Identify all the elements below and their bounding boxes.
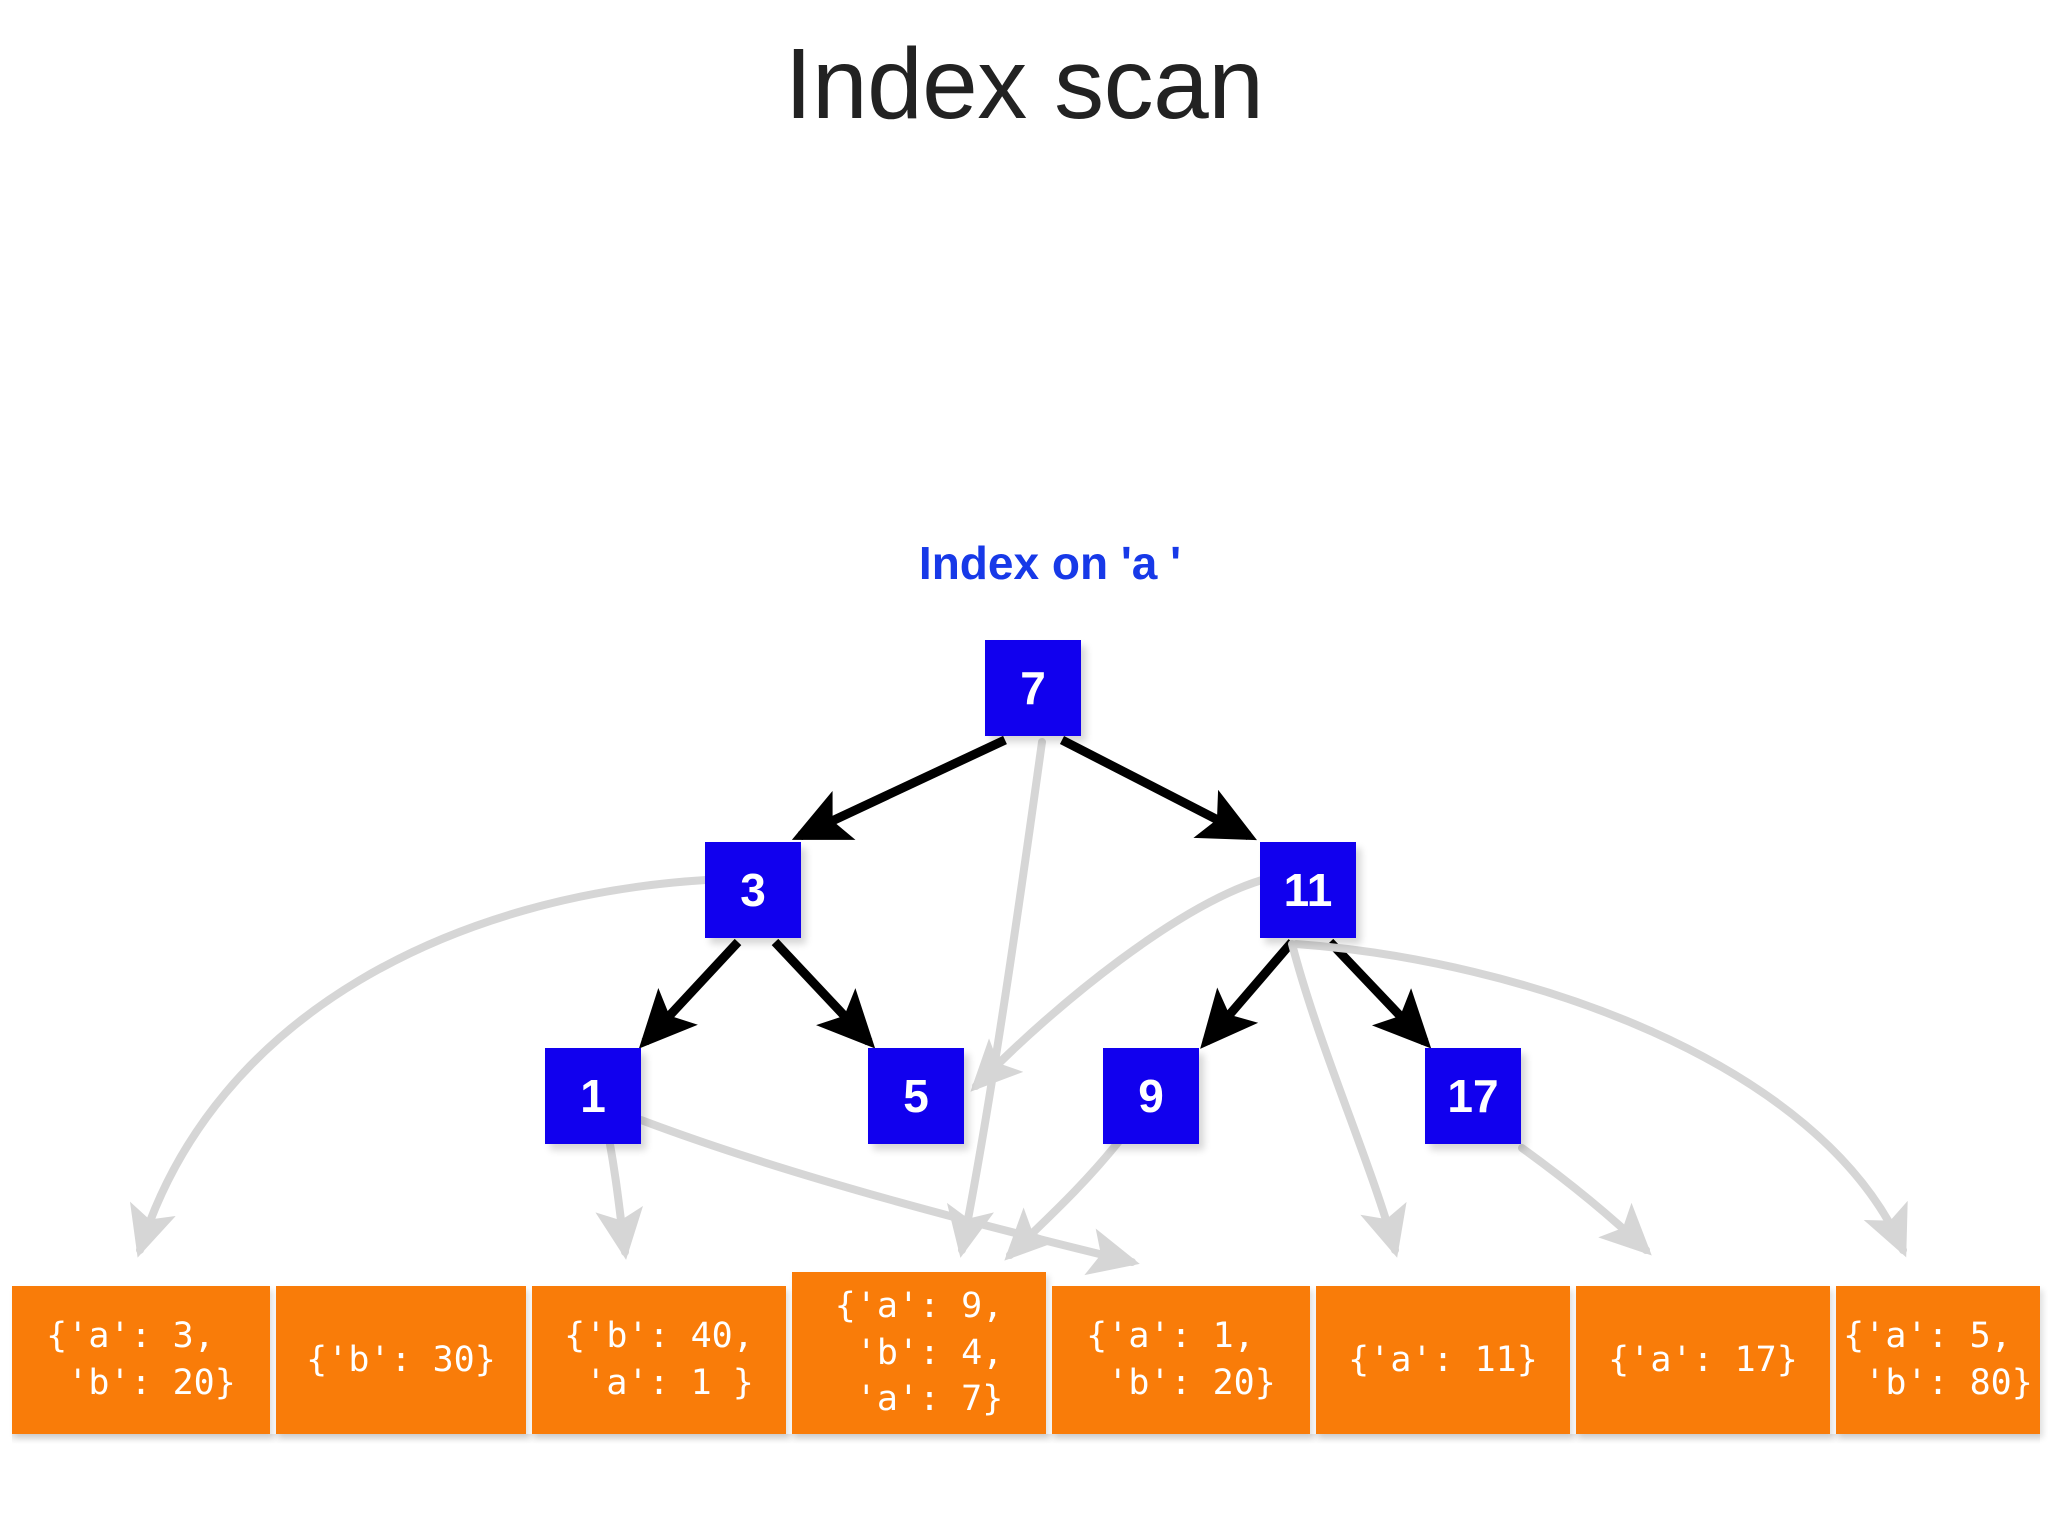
document-box[interactable]: {'a': 17} (1576, 1286, 1830, 1434)
btree-node-5[interactable]: 5 (868, 1048, 964, 1144)
page-title: Index scan (784, 28, 1264, 140)
pointer-11-to-doc8 (1292, 940, 1908, 1258)
btree-node-1[interactable]: 1 (545, 1048, 641, 1144)
index-caption-label: Index on 'a ' (918, 537, 1182, 589)
btree-node-11[interactable]: 11 (1260, 842, 1356, 938)
document-box[interactable]: {'a': 3, 'b': 20} (12, 1286, 270, 1434)
pointer-17-to-doc7 (1518, 1144, 1652, 1256)
pointer-9-to-doc4 (1004, 1136, 1124, 1261)
pointer-1-to-doc2 (595, 1124, 644, 1260)
document-collection-row: {'a': 3, 'b': 20} {'b': 30} {'b': 40, 'a… (12, 1272, 2040, 1434)
btree-node-17[interactable]: 17 (1425, 1048, 1521, 1144)
btree-node-3[interactable]: 3 (705, 842, 801, 938)
record-pointer-group (130, 738, 1908, 1276)
btree-node-7[interactable]: 7 (985, 640, 1081, 736)
document-box[interactable]: {'a': 9, 'b': 4, 'a': 7} (792, 1272, 1046, 1434)
document-box[interactable]: {'b': 40, 'a': 1 } (532, 1286, 786, 1434)
document-box[interactable]: {'a': 5, 'b': 80} (1836, 1286, 2040, 1434)
edge-7-to-3 (791, 735, 1007, 841)
document-box[interactable]: {'a': 1, 'b': 20} (1052, 1286, 1310, 1434)
document-box[interactable]: {'b': 30} (276, 1286, 526, 1434)
pointer-11-to-doc5 (1288, 940, 1407, 1258)
pointer-7-to-doc4 (946, 738, 1046, 1258)
btree-node-9[interactable]: 9 (1103, 1048, 1199, 1144)
edge-3-to-5 (771, 938, 876, 1049)
edge-11-to-9 (1200, 939, 1296, 1049)
edge-11-to-17 (1326, 938, 1432, 1049)
edge-3-to-1 (638, 938, 742, 1049)
document-row-baseline (12, 1434, 2040, 1444)
document-box[interactable]: {'a': 11} (1316, 1286, 1570, 1434)
edge-7-to-11 (1059, 735, 1258, 841)
